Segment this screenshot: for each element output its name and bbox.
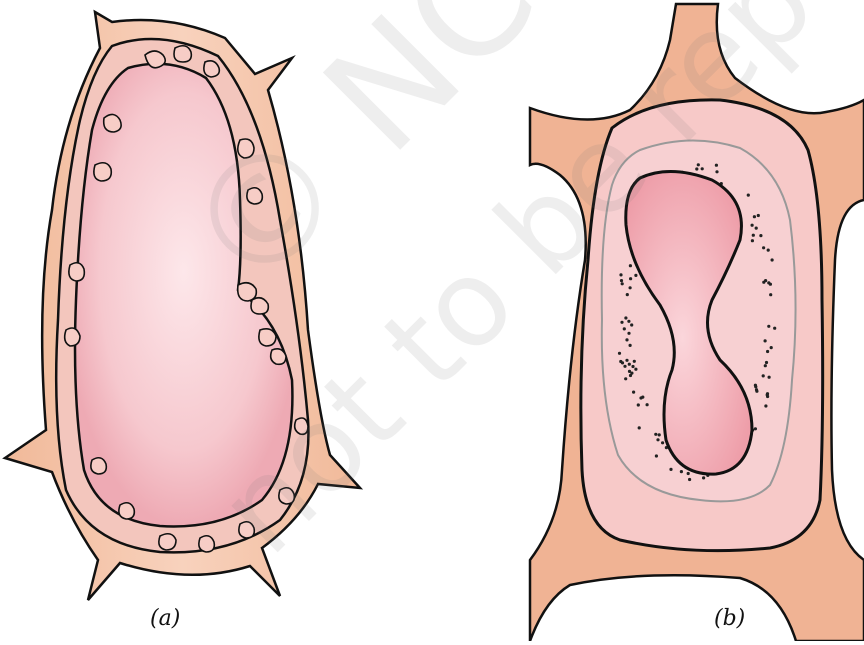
cytoplasm-dot xyxy=(768,376,771,379)
cytoplasm-dot xyxy=(770,346,773,349)
cytoplasm-dot xyxy=(766,350,769,353)
cytoplasm-dot xyxy=(764,364,767,367)
cytoplasm-dot xyxy=(627,320,630,323)
cytoplasm-dot xyxy=(619,273,622,276)
caption-b: (b) xyxy=(714,606,745,631)
cytoplasm-dot xyxy=(625,359,628,362)
cytoplasm-dot xyxy=(747,194,750,197)
cytoplasm-dot xyxy=(766,392,769,395)
cytoplasm-dot xyxy=(769,283,772,286)
cytoplasm-dot xyxy=(715,170,718,173)
cytoplasm-dot xyxy=(624,377,627,380)
cytoplasm-dot xyxy=(623,365,626,368)
cytoplasm-dot xyxy=(628,363,631,366)
cytoplasm-dot xyxy=(629,264,632,267)
cytoplasm-dot xyxy=(751,239,754,242)
cytoplasm-dot xyxy=(751,224,754,227)
cytoplasm-dot xyxy=(715,164,718,167)
cytoplasm-dot xyxy=(631,365,634,368)
cytoplasm-dot xyxy=(627,332,630,335)
cytoplasm-dot xyxy=(702,476,705,479)
cytoplasm-dot xyxy=(764,404,767,407)
cytoplasm-dot xyxy=(762,374,765,377)
cytoplasm-dot xyxy=(637,403,640,406)
cytoplasm-dot xyxy=(757,214,760,217)
cytoplasm-dot xyxy=(680,470,683,473)
cytoplasm-dot xyxy=(688,478,691,481)
cytoplasm-dot xyxy=(630,323,633,326)
cytoplasm-dot xyxy=(619,360,622,363)
cytoplasm-dot xyxy=(629,286,632,289)
cytoplasm-dot xyxy=(646,403,649,406)
cytoplasm-dot xyxy=(755,227,758,230)
cytoplasm-dot xyxy=(620,321,623,324)
cytoplasm-dot xyxy=(767,249,770,252)
cytoplasm-dot xyxy=(625,338,628,341)
cytoplasm-dot xyxy=(629,344,632,347)
cytoplasm-dot xyxy=(655,454,658,457)
cytoplasm-dot xyxy=(766,395,769,398)
cytoplasm-dot xyxy=(661,441,664,444)
cytoplasm-dot xyxy=(629,277,632,280)
caption-a: (a) xyxy=(150,606,180,631)
cytoplasm-dot xyxy=(620,279,623,282)
cytoplasm-dot xyxy=(771,258,774,261)
cytoplasm-dot xyxy=(769,293,772,296)
cytoplasm-dot xyxy=(630,372,633,375)
cytoplasm-dot xyxy=(687,472,690,475)
cytoplasm-dot xyxy=(624,316,627,319)
cytoplasm-dot xyxy=(654,433,657,436)
cytoplasm-dot xyxy=(638,426,641,429)
cytoplasm-dot xyxy=(634,274,637,277)
cytoplasm-dot xyxy=(753,215,756,218)
cytoplasm-dot xyxy=(632,391,635,394)
cytoplasm-dot xyxy=(754,385,757,388)
cytoplasm-dot xyxy=(626,293,629,296)
cytoplasm-dot xyxy=(634,368,637,371)
cytoplasm-dot xyxy=(762,246,765,249)
cytoplasm-dot xyxy=(765,361,768,364)
cytoplasm-dot xyxy=(773,327,776,330)
cytoplasm-dot xyxy=(767,325,770,328)
cytoplasm-dot xyxy=(759,234,762,237)
cytoplasm-dot xyxy=(621,282,624,285)
cytoplasm-dot xyxy=(618,352,621,355)
cytoplasm-dot xyxy=(752,234,755,237)
cytoplasm-dot xyxy=(754,427,757,430)
cytoplasm-dot xyxy=(755,390,758,393)
cytoplasm-dot xyxy=(623,327,626,330)
cytoplasm-dot xyxy=(658,433,661,436)
cytoplasm-dot xyxy=(639,396,642,399)
cytoplasm-dot xyxy=(764,279,767,282)
cytoplasm-dot xyxy=(633,360,636,363)
cytoplasm-dot xyxy=(656,438,659,441)
cytoplasm-dot xyxy=(764,339,767,342)
cytoplasm-dot xyxy=(669,468,672,471)
